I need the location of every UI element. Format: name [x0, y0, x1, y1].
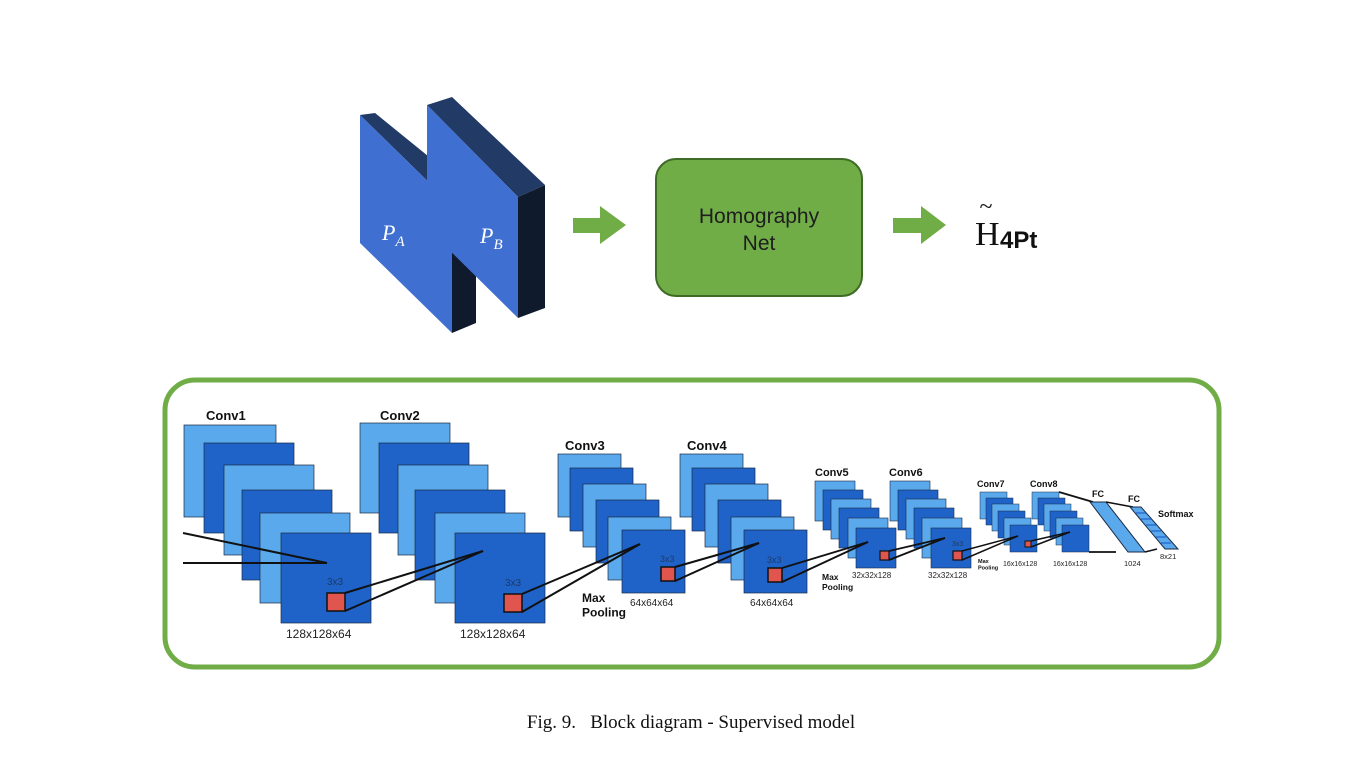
conv1-dims: 128x128x64	[286, 627, 352, 641]
conv1-kernel: 3x3	[327, 577, 344, 588]
arrow-right-icon	[573, 206, 626, 244]
conv3-dims: 64x64x64	[630, 598, 674, 609]
conv3-kernel: 3x3	[660, 554, 675, 564]
conv5-kernel: 3x3	[952, 541, 963, 548]
arrow-right-icon	[893, 206, 946, 244]
homography-net-box: Homography Net	[655, 158, 863, 297]
fc1-label: FC	[1092, 489, 1104, 499]
net-label-line1: Homography	[699, 205, 820, 228]
conv5-label: Conv5	[815, 467, 849, 479]
conv6-label: Conv6	[889, 467, 923, 479]
fc2-label: FC	[1128, 494, 1140, 504]
conv5-stack	[814, 480, 897, 569]
conv8-stack	[1031, 491, 1090, 553]
conv5-conv6-lines	[888, 537, 946, 561]
input-block-b: PB	[427, 97, 545, 318]
conv2-label: Conv2	[380, 408, 420, 423]
conv3-conv4-lines	[674, 542, 760, 582]
conv4-kernel: 3x3	[767, 555, 782, 565]
conv4-conv5-lines	[781, 541, 869, 583]
conv4-dims: 64x64x64	[750, 598, 794, 609]
conv6-conv7-lines	[961, 535, 1019, 561]
conv6-dims: 32x32x128	[928, 571, 968, 580]
fc2-stripes	[1136, 512, 1171, 544]
conv4-label: Conv4	[687, 438, 728, 453]
input-a-label: PA	[381, 220, 405, 250]
conv1-label: Conv1	[206, 408, 246, 423]
output-h: H	[975, 216, 1000, 253]
conv3-label: Conv3	[565, 438, 605, 453]
output-label: ~ H 4Pt	[975, 194, 1037, 254]
conv7-conv8-lines	[1030, 531, 1071, 548]
conv2-conv3-lines	[521, 543, 641, 613]
conv1-input-lines	[182, 532, 328, 564]
max-pooling-medium: Max Pooling	[822, 572, 853, 592]
conv1-conv2-lines	[344, 550, 484, 612]
fc-fc-lines	[1105, 501, 1158, 553]
tilde-icon: ~	[980, 194, 993, 220]
conv2-kernel: 3x3	[505, 578, 522, 589]
max-pooling-large: Max Pooling	[582, 591, 626, 619]
conv8-fc-lines	[1058, 491, 1116, 553]
conv7-label: Conv7	[977, 479, 1005, 489]
conv2-dims: 128x128x64	[460, 627, 526, 641]
net-label-line2: Net	[743, 232, 776, 255]
output-subscript: 4Pt	[1000, 227, 1037, 254]
conv8-label: Conv8	[1030, 479, 1058, 489]
figure-caption: Fig. 9. Block diagram - Supervised model	[527, 712, 855, 733]
conv7-dims: 16x16x128	[1003, 561, 1037, 568]
input-b-label: PB	[479, 223, 503, 253]
conv3-stack	[557, 453, 686, 594]
fc1-dims: 1024	[1124, 559, 1141, 568]
conv5-dims: 32x32x128	[852, 571, 892, 580]
fc2-layer	[1128, 506, 1180, 550]
softmax-dims: 8x21	[1160, 552, 1176, 561]
conv8-dims: 16x16x128	[1053, 561, 1087, 568]
softmax-label: Softmax	[1158, 509, 1194, 519]
conv6-stack	[889, 480, 972, 569]
max-pooling-small: Max Pooling	[978, 559, 998, 572]
